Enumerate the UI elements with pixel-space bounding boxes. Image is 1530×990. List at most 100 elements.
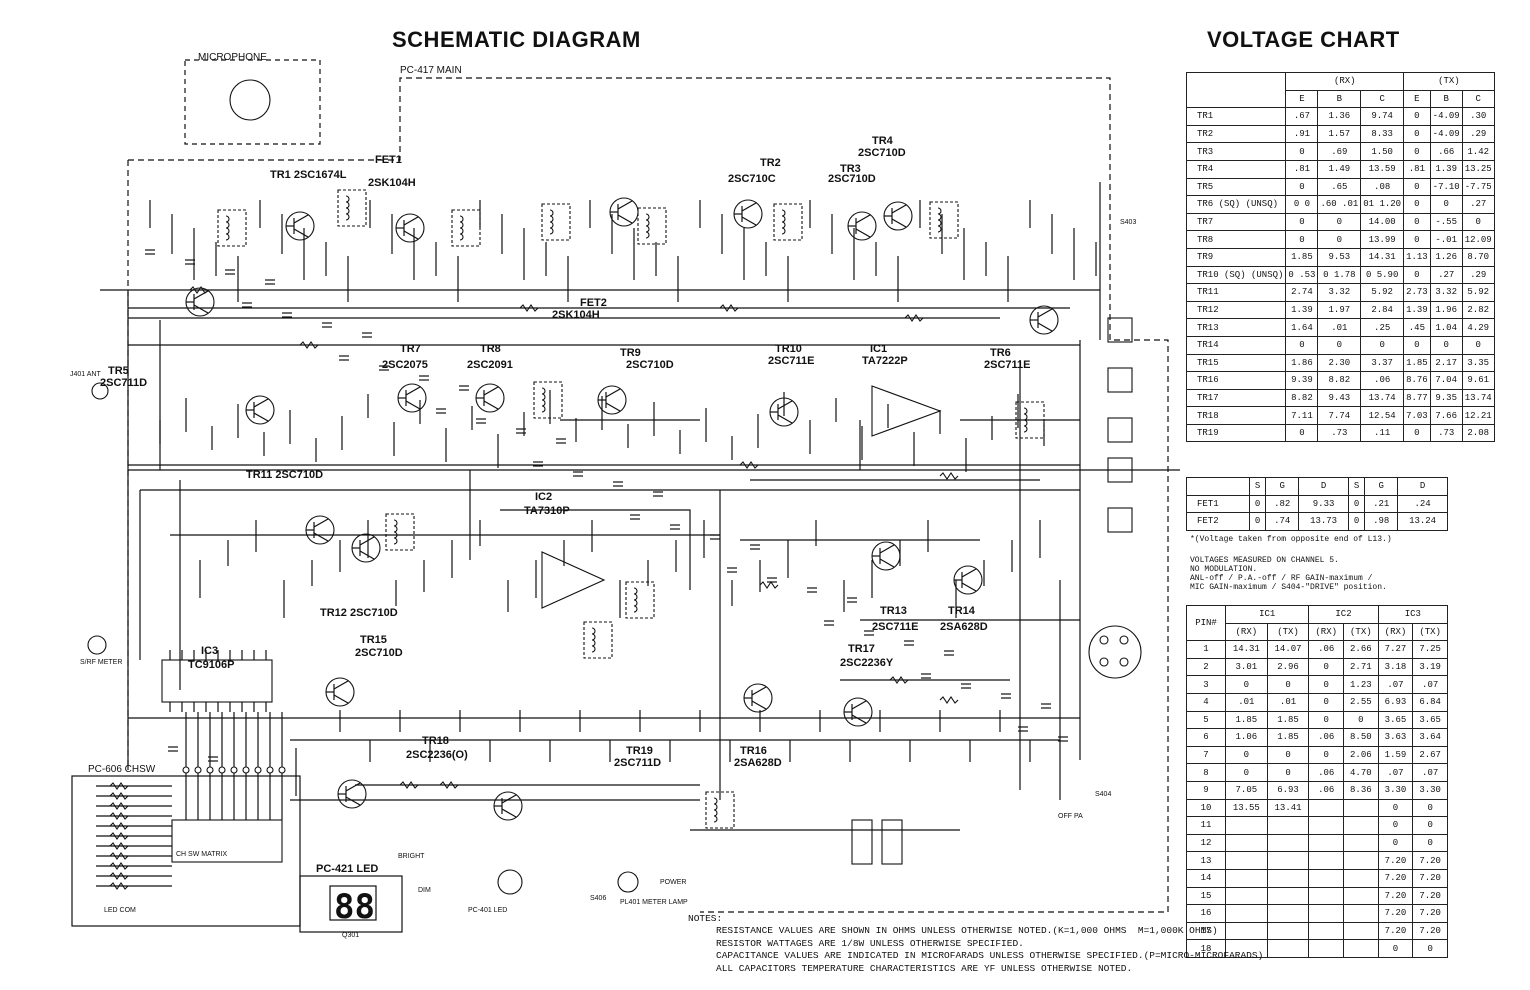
voltage-cell: 0: [1248, 512, 1267, 531]
voltage-cell: 0: [1403, 142, 1431, 161]
coil-winding: [645, 225, 650, 233]
voltage-cell: 7.20: [1377, 921, 1414, 941]
coil-winding: [713, 803, 718, 811]
voltage-cell: 0 0: [1285, 195, 1319, 214]
tr-col-c: C: [1461, 89, 1495, 109]
ic3-tx: (TX): [1412, 622, 1448, 642]
voltage-cell: 0: [1308, 675, 1345, 694]
coil-winding: [393, 519, 398, 527]
voltage-cell: .66: [1429, 142, 1463, 161]
voltage-cell: 1.86: [1285, 353, 1319, 373]
transistor-symbol: [1029, 305, 1059, 335]
coil-winding: [345, 207, 350, 215]
tr1-label: TR1 2SC1674L: [270, 169, 347, 181]
ic1-label: IC1: [870, 343, 887, 355]
voltage-cell: 13.74: [1360, 388, 1405, 408]
row-label: TR6 (SQ) (UNSQ): [1185, 195, 1287, 214]
voltage-cell: 0: [1461, 335, 1495, 355]
voltage-cell: [1308, 886, 1345, 906]
pin-number: 5: [1186, 710, 1226, 730]
header-ic2: IC2: [1308, 605, 1379, 624]
ic2-rx: (RX): [1308, 622, 1345, 642]
transistor-lead: [879, 544, 895, 554]
voltage-cell: 0: [1317, 212, 1362, 232]
s403-label: S403: [1120, 219, 1136, 226]
voltage-cell: 2.55: [1343, 692, 1379, 712]
coil-can: [385, 513, 415, 551]
voltage-cell: 13.41: [1266, 798, 1310, 818]
coil-winding: [713, 797, 718, 805]
transistor-lead: [1037, 308, 1053, 318]
voltage-cell: [1308, 939, 1345, 958]
coil-winding: [393, 537, 398, 545]
voltage-cell: 9.43: [1317, 388, 1362, 408]
transistor-symbol: [493, 791, 523, 821]
pin-number: 2: [1186, 657, 1226, 677]
coil-winding: [549, 221, 554, 229]
coil-winding: [225, 233, 230, 241]
transistor-lead: [961, 568, 977, 578]
voltage-cell: 0 .53: [1285, 265, 1319, 285]
voltage-cell: .91: [1285, 124, 1319, 144]
coil-can: [541, 203, 571, 241]
transistor-lead: [293, 214, 309, 224]
coil-winding: [713, 809, 718, 817]
fuse-holder: [851, 819, 873, 865]
voltage-cell: 14.31: [1225, 640, 1268, 659]
coil-winding: [541, 405, 546, 413]
voltage-cell: .29: [1461, 265, 1495, 285]
voltage-cell: .01: [1266, 692, 1310, 712]
switch-terminal: [230, 766, 238, 774]
voltage-cell: 13.59: [1360, 159, 1405, 179]
voltage-cell: 7.20: [1412, 886, 1448, 906]
antenna-jack: [91, 382, 109, 400]
tr14-part: 2SA628D: [940, 621, 988, 633]
voltage-cell: [1343, 833, 1379, 853]
coil-can: [1015, 401, 1045, 439]
row-label: TR9: [1185, 247, 1287, 267]
ic3-label: IC3: [201, 645, 218, 657]
tr3-part: 2SC710D: [828, 173, 876, 185]
voltage-cell: 2.82: [1461, 300, 1495, 320]
voltage-cell: [1225, 904, 1268, 923]
matrix-resistor: [109, 832, 129, 840]
pin-number: 1: [1186, 640, 1226, 659]
voltage-cell: 1.06: [1225, 728, 1268, 747]
pc417-label: PC-417 MAIN: [400, 65, 462, 76]
coil-winding: [1023, 425, 1028, 433]
voltage-cell: [1266, 851, 1310, 870]
voltage-cell: 7.20: [1377, 904, 1414, 923]
voltage-cell: 3.30: [1412, 780, 1448, 800]
voltage-chart-title: VOLTAGE CHART: [1207, 27, 1400, 52]
voltage-cell: .45: [1403, 318, 1431, 337]
transistor-lead: [405, 400, 421, 410]
header-blank: [1186, 477, 1250, 496]
voltage-cell: 3.19: [1412, 657, 1448, 677]
switch-terminal: [218, 766, 226, 774]
coil-winding: [225, 227, 230, 235]
q301-label: Q301: [342, 932, 359, 939]
voltage-cell: [1225, 868, 1268, 888]
header-pin: PIN#: [1186, 604, 1226, 642]
transistor-lead: [1037, 322, 1053, 332]
voltage-cell: .98: [1364, 512, 1399, 531]
transistor-symbol: [843, 697, 873, 727]
transistor-symbol: [769, 397, 799, 427]
voltage-cell: [1343, 816, 1379, 835]
coil-winding: [591, 639, 596, 647]
matrix-resistor: [109, 842, 129, 850]
voltage-cell: 2.73: [1403, 283, 1431, 302]
matrix-resistor: [109, 812, 129, 820]
transistor-lead: [359, 536, 375, 546]
transistor-symbol: [597, 385, 627, 415]
voltage-cell: 0: [1403, 230, 1431, 249]
tr9-label: TR9: [620, 347, 641, 359]
